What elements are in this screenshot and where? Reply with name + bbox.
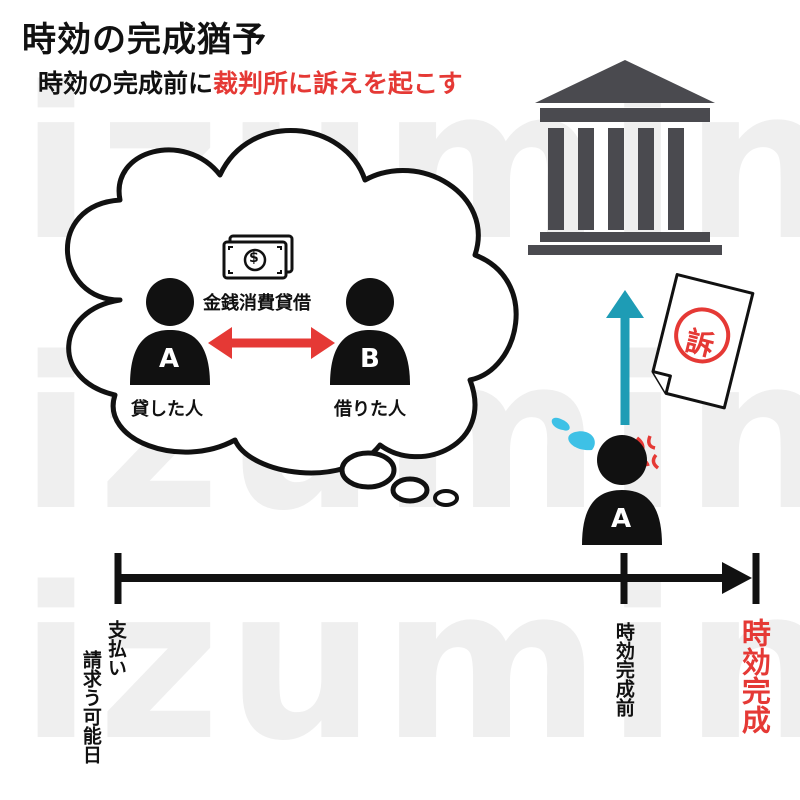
contract-label: 金銭消費貸借 [203,293,311,314]
timeline-start-label-line2: 請求う可能日 [79,650,102,764]
person-a-letter: A [159,344,180,374]
page-subtitle: 時効の完成前に裁判所に訴えを起こす [38,64,463,100]
person-a-lender-icon [130,278,210,385]
timeline-end-label: 時効完成 [737,618,772,734]
person-a-plaintiff-icon [582,435,662,545]
person-b-label: 借りた人 [334,399,406,420]
person-b-borrower-icon [330,278,410,385]
person-b-letter: B [360,344,380,374]
page-title: 時効の完成猶予 [22,20,267,60]
money-symbol: $ [249,250,259,266]
person-a-plaintiff-letter: A [611,504,632,534]
lawsuit-document-icon [651,273,755,410]
courthouse-icon [528,60,722,255]
person-a-label: 貸した人 [131,399,203,420]
timeline-start-label-line1: 支払い [104,620,127,677]
timeline [114,553,760,604]
loan-double-arrow [208,327,335,359]
sweat-drops-icon [551,417,595,451]
watermark-row-3: izumin [20,542,800,787]
bubble-dot-medium [390,476,430,504]
subtitle-highlight: 裁判所に訴えを起こす [213,69,463,98]
money-bill-icon [222,234,294,280]
bubble-dot-large [339,450,397,490]
subtitle-prefix: 時効の完成前に [38,69,214,98]
file-lawsuit-arrow [606,290,644,425]
timeline-mid-label: 時効完成前 [612,622,635,717]
thought-bubble [65,128,519,507]
bubble-dot-small [433,489,459,507]
